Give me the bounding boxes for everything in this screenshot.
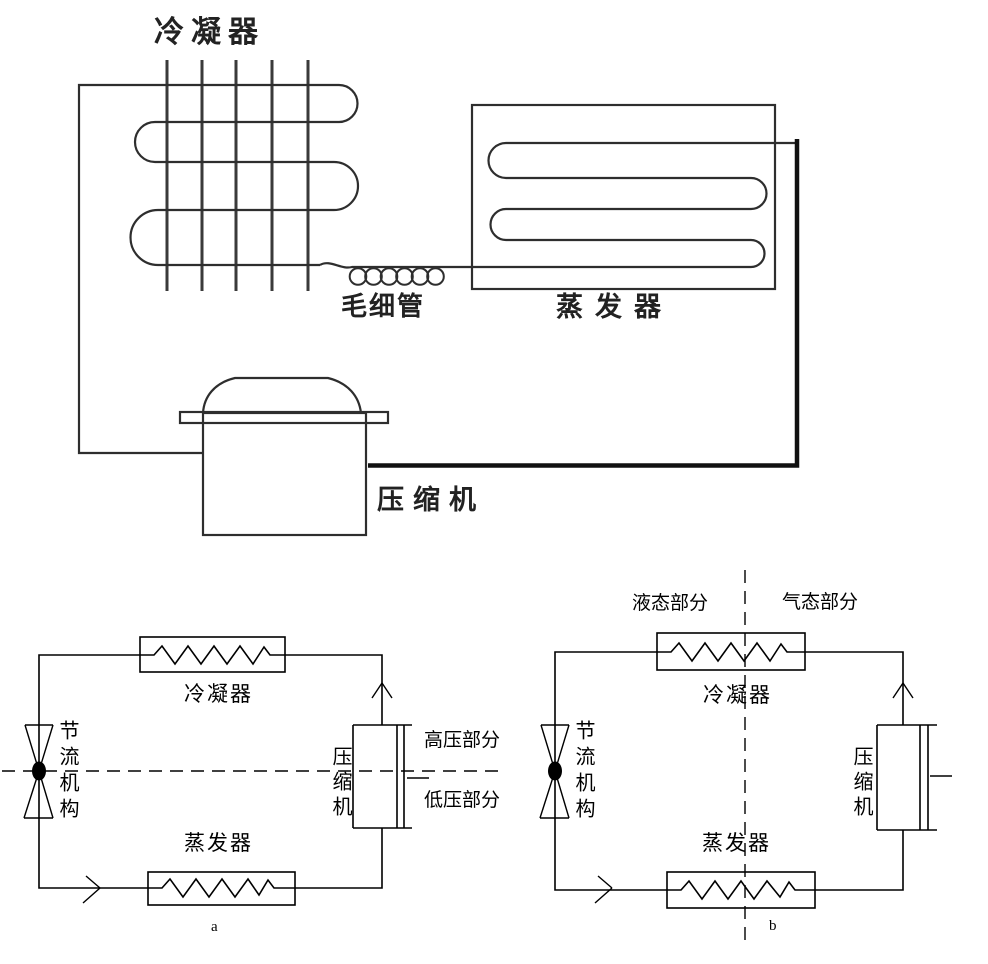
condenser-label-top: 冷凝器 [154, 16, 265, 49]
evaporator-box-a [147, 871, 296, 906]
throttle-valve-b [539, 724, 570, 819]
caption-a: a [211, 919, 218, 935]
compressor-body [201, 411, 368, 537]
throttle-label-a: 节流机构 [56, 720, 78, 824]
condenser-label-a: 冷凝器 [184, 682, 253, 706]
up-arrow-a [371, 682, 393, 699]
valve-dot-b [548, 761, 562, 781]
evaporator-box-b [666, 871, 816, 909]
evaporator-label-top: 蒸发器 [556, 292, 673, 322]
suction-pipe [368, 139, 800, 468]
low-pressure-label: 低压部分 [424, 790, 501, 811]
compressor-label-a: 压缩机 [329, 746, 351, 821]
condenser-fin-bars [165, 60, 310, 291]
condenser-zigzag-a [140, 644, 285, 666]
high-pressure-label: 高压部分 [424, 730, 501, 751]
valve-dot-a [32, 761, 46, 781]
evaporator-zigzag-a [148, 877, 295, 899]
right-arrow-a [82, 875, 101, 904]
evaporator-label-a: 蒸发器 [184, 831, 253, 855]
compressor-flange [178, 410, 390, 425]
condenser-zigzag-b [657, 641, 805, 663]
cycle-diagram-b [539, 570, 952, 947]
top-refrigerator-schematic [77, 60, 800, 537]
compressor-dome [201, 376, 363, 414]
evaporator-box [470, 103, 777, 291]
liquid-part-label: 液态部分 [632, 593, 709, 614]
compressor-label-top: 压缩机 [377, 485, 485, 515]
condenser-box-a [139, 636, 286, 673]
throttle-label-b: 节流机构 [572, 720, 594, 824]
up-arrow-b [892, 682, 914, 699]
caption-b: b [769, 918, 777, 934]
capillary-label-top: 毛细管 [341, 291, 426, 321]
compressor-symbol-b [876, 724, 937, 831]
condenser-label-b: 冷凝器 [703, 683, 772, 707]
capillary-line [319, 262, 472, 269]
compressor-label-b: 压缩机 [850, 746, 872, 821]
evaporator-coil [472, 141, 797, 269]
evaporator-zigzag-b [667, 879, 815, 901]
throttle-valve-a [23, 724, 54, 819]
gas-part-label: 气态部分 [782, 592, 859, 613]
condenser-box-b [656, 632, 806, 671]
capillary-coil [348, 267, 445, 286]
compressor-symbol-a [352, 724, 412, 829]
cycle-diagram-a [2, 636, 503, 906]
evaporator-label-b: 蒸发器 [702, 831, 771, 855]
condenser-coil [77, 83, 360, 455]
right-arrow-b [594, 875, 613, 904]
